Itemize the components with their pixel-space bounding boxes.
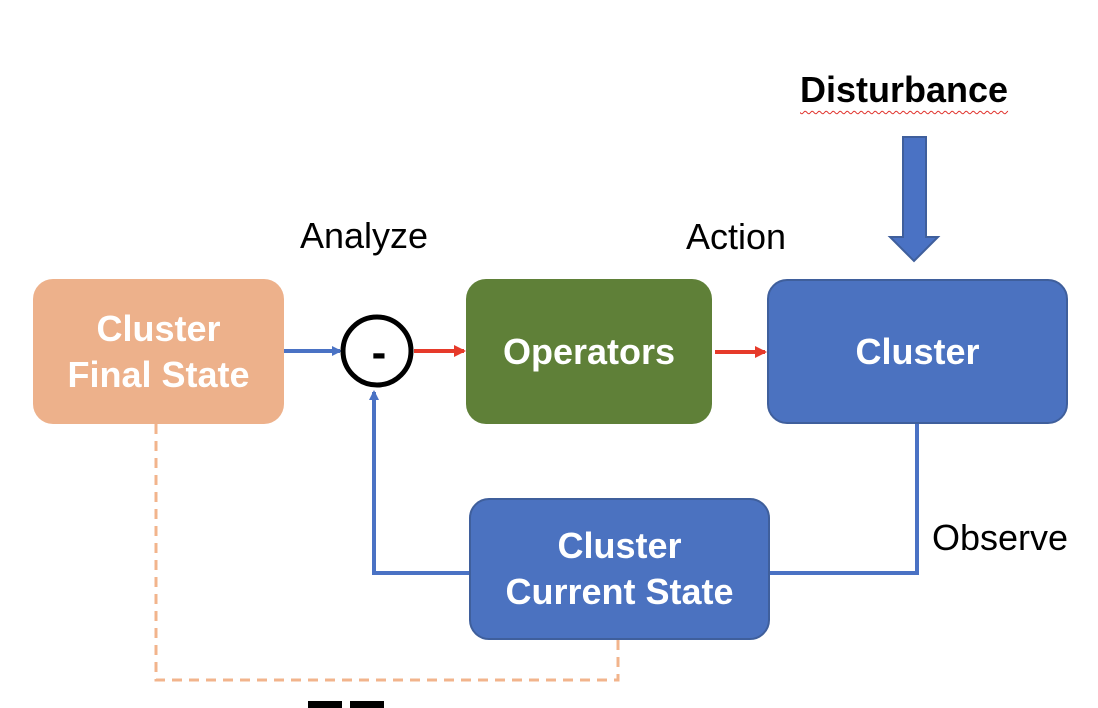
operators-box: Operators [466,279,712,424]
current-state-box: Cluster Current State [469,498,770,640]
cropped-text-fragment [308,701,384,708]
feedback-arrow [369,390,469,575]
final-state-box: Cluster Final State [33,279,284,424]
comparator-minus-sign: - [371,328,387,377]
disturbance-label: Disturbance [800,69,1009,110]
comparator-circle [340,314,414,388]
final-state-line2: Final State [67,353,250,395]
observe-line [770,424,919,575]
cluster-label: Cluster [855,330,980,372]
operators-label: Operators [502,330,676,372]
analyze-label: Analyze [300,215,429,256]
final-state-line1: Cluster [96,307,221,349]
cluster-box: Cluster [767,279,1068,424]
current-state-line2: Current State [505,571,734,612]
observe-label: Observe [932,517,1069,558]
dashed-link-line [154,424,620,682]
disturbance-arrow [887,136,941,263]
action-label: Action [686,216,787,257]
current-state-line1: Cluster [557,525,682,566]
